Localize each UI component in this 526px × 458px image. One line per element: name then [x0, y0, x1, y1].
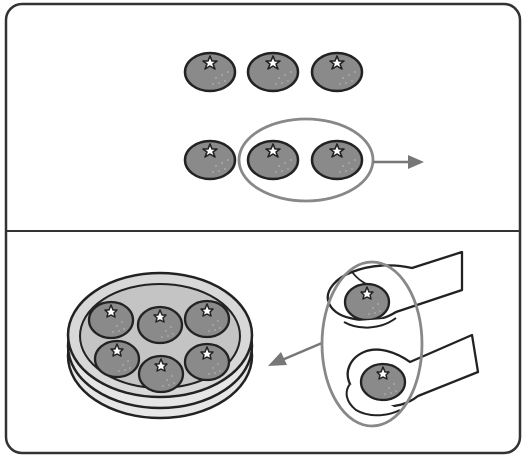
- bottom-panel: [66, 250, 480, 428]
- orange-icon: [183, 51, 237, 93]
- orange-icon: [310, 51, 364, 93]
- top-panel: [183, 51, 424, 203]
- arrow-right-icon: [373, 155, 424, 169]
- orange-icon: [183, 342, 231, 382]
- orange-icon: [246, 139, 300, 181]
- group-loop: [237, 117, 375, 203]
- orange-icon: [93, 339, 141, 379]
- orange-icon: [343, 282, 391, 322]
- orange-icon: [136, 305, 184, 345]
- group-loop: [320, 260, 424, 428]
- orange-icon: [246, 51, 300, 93]
- arrow-left-icon: [268, 341, 323, 366]
- orange-icon: [87, 300, 135, 340]
- orange-icon: [183, 139, 237, 181]
- orange-icon: [137, 354, 185, 394]
- orange-icon: [359, 362, 407, 402]
- orange-icon: [183, 299, 231, 339]
- orange-icon: [310, 139, 364, 181]
- plate: [66, 271, 254, 420]
